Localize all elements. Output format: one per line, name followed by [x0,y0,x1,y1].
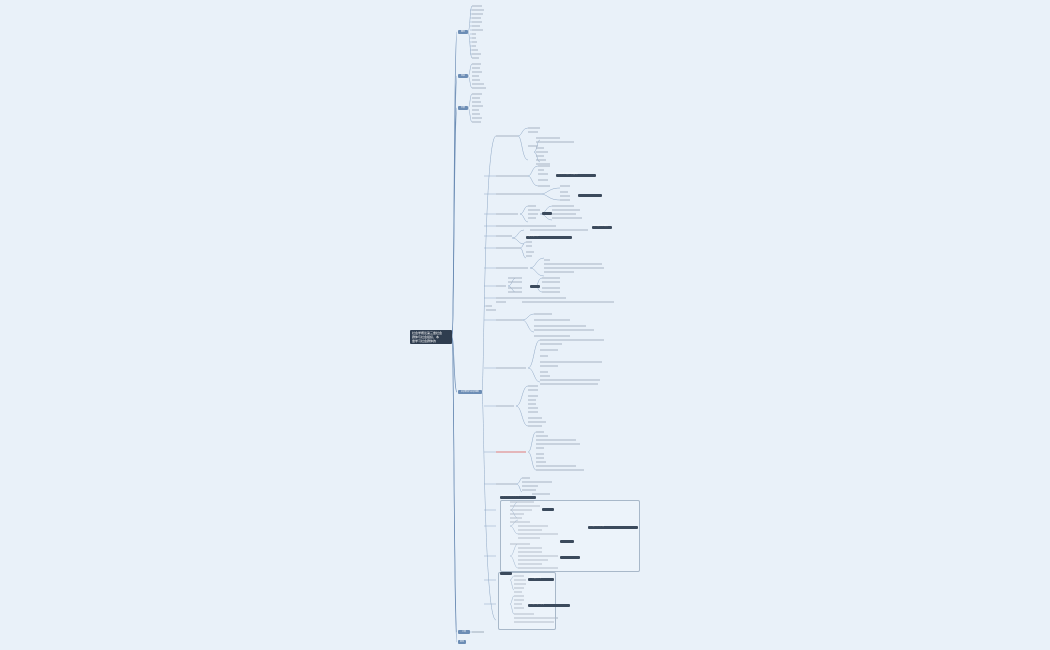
note-box-6 [530,285,540,288]
branch-node-3[interactable]: 分类 [458,106,468,110]
note-box-4 [592,226,612,229]
branch-node-4[interactable]: 社会群体与社会组织 [458,390,482,394]
branch-node-2[interactable]: 特征 [458,74,468,78]
note-box-8 [542,508,554,511]
note-text-7: 群体规范与群体凝聚力 [593,226,608,227]
note-box-2 [578,194,602,197]
leaf-text-marks [472,5,614,633]
note-text-4: 科层制的基本特征 [527,236,539,237]
root-line-2: 群体与社会组织，本 [412,335,440,339]
note-box-14 [528,604,570,607]
root-line-3: 章学习社会群体的 [412,339,437,343]
note-box-9 [588,526,638,529]
note-text-3: 社会组织的结构与功能 [589,526,604,527]
group-panel-2 [498,572,556,630]
branch-node-6[interactable]: 思考 [458,640,466,644]
note-text-1: 社会群体的本质特征与类型划分 [557,174,578,175]
note-box-3 [542,212,552,215]
note-text-5: 非正式组织的作用 [529,578,541,579]
note-box-1 [556,174,596,177]
group-panel-1 [500,500,640,572]
note-box-10 [560,540,574,543]
note-box-12 [500,572,512,575]
note-box-11 [560,556,580,559]
root-topic[interactable]: 社会学概论第三章社会 群体与社会组织，本 章学习社会群体的 [410,330,452,344]
main-connectors [451,31,458,643]
note-text-2: 初级群体与次级群体的比较 [501,496,519,497]
note-box-7 [500,496,536,499]
note-box-13 [528,578,554,581]
branch-node-1[interactable]: 概念 [458,30,468,34]
branch-node-5[interactable]: 小结 [458,630,470,634]
root-line-1: 社会学概论第三章社会 [412,331,443,335]
note-text-6: 社会组织的运行与管理 [529,604,544,605]
note-box-5 [526,236,572,239]
